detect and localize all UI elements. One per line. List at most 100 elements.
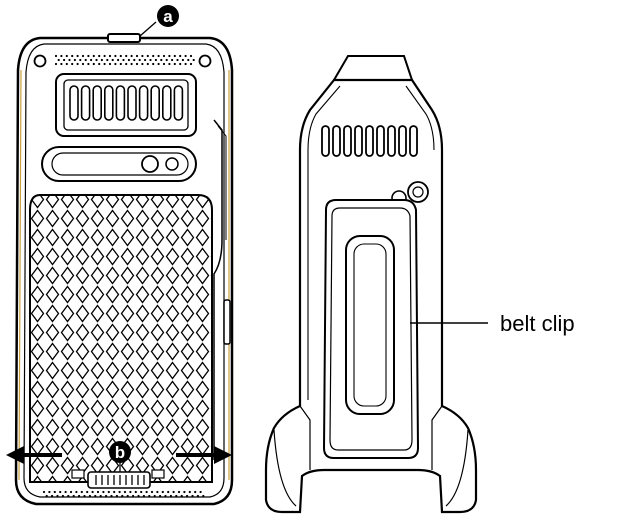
grille-dot xyxy=(153,494,156,498)
device-side-accent xyxy=(18,69,230,481)
grille-dot xyxy=(65,62,68,66)
grille-dot xyxy=(84,58,87,62)
grille-dot xyxy=(76,54,79,58)
grille-dot xyxy=(173,62,176,66)
vent-slot xyxy=(92,85,102,121)
holster-vent-slot xyxy=(354,125,363,157)
grille-dot xyxy=(189,54,193,58)
grille-dot xyxy=(106,58,109,62)
grille-dot xyxy=(191,494,194,498)
grille-dot xyxy=(63,58,66,62)
grille-dot xyxy=(186,494,189,498)
grille-dot xyxy=(98,62,101,66)
grille-dot xyxy=(162,54,166,58)
grille-dot xyxy=(45,494,48,498)
grille-dot xyxy=(75,490,78,494)
screw-top-right xyxy=(198,54,212,68)
grille-dot xyxy=(134,490,137,494)
grille-dot xyxy=(103,54,106,58)
grille-dot xyxy=(67,494,70,498)
grille-dot xyxy=(71,54,74,58)
grille-dot xyxy=(96,490,100,494)
grille-dot xyxy=(127,58,130,62)
grille-dot xyxy=(202,494,205,498)
callout-a: a xyxy=(157,5,179,27)
grille-dot xyxy=(146,62,149,66)
grille-dot xyxy=(196,494,199,498)
release-arrow-right xyxy=(176,446,232,464)
grille-dot xyxy=(172,490,175,494)
grille-dot xyxy=(114,62,117,66)
grille-dot xyxy=(173,54,176,58)
grille-dot xyxy=(141,62,144,66)
grille-dot xyxy=(60,62,63,66)
grille-dot xyxy=(54,62,58,66)
grille-dot xyxy=(184,62,187,66)
holster-vent-slot xyxy=(387,125,396,157)
grille-dot xyxy=(144,58,147,62)
grille-dot xyxy=(87,54,90,58)
flash-icon xyxy=(165,157,179,171)
grille-dot xyxy=(113,490,116,494)
grille-dot xyxy=(189,62,193,66)
grille-dot xyxy=(188,490,191,494)
vent-block xyxy=(55,73,197,137)
grille-dot xyxy=(179,62,182,66)
grille-dot xyxy=(107,490,110,494)
grille-dot xyxy=(126,494,129,498)
grille-dot xyxy=(92,54,95,58)
grille-dot xyxy=(167,490,170,494)
grille-dot xyxy=(57,58,60,62)
speaker-grille-top xyxy=(54,54,195,66)
grille-dot xyxy=(118,490,121,494)
grille-dot xyxy=(61,494,64,498)
screw-top-left xyxy=(33,54,47,68)
grille-dot xyxy=(73,58,76,62)
belt-clip-label: belt clip xyxy=(500,311,575,336)
grille-dot xyxy=(176,58,179,62)
grille-dot xyxy=(152,62,155,66)
holster-side-view: belt clip xyxy=(264,55,575,514)
grille-dot xyxy=(76,62,79,66)
grille-dot xyxy=(130,62,133,66)
grille-dot xyxy=(88,494,91,498)
grille-dot xyxy=(83,494,86,498)
grille-dot xyxy=(125,54,128,58)
grille-dot xyxy=(154,58,157,62)
holster-vent-slots xyxy=(321,125,418,157)
grille-dot xyxy=(78,494,81,498)
device-inner-contour xyxy=(23,43,225,498)
grille-dot xyxy=(81,62,85,66)
holster-top-cap xyxy=(332,55,414,81)
grille-dot xyxy=(130,54,133,58)
grille-dot xyxy=(111,58,114,62)
grille-dot xyxy=(108,54,112,58)
grille-dot xyxy=(179,54,182,58)
grille-dot xyxy=(162,62,166,66)
grille-dot xyxy=(184,54,187,58)
battery-latch xyxy=(71,469,165,489)
grille-dot xyxy=(105,494,108,498)
grille-dot xyxy=(129,490,132,494)
grille-dot xyxy=(90,58,93,62)
svg-text:b: b xyxy=(115,443,125,462)
device-side-rail xyxy=(213,119,223,460)
grille-dot xyxy=(132,494,135,498)
grille-dot xyxy=(159,494,162,498)
grille-dot xyxy=(140,490,143,494)
grille-dot xyxy=(68,58,71,62)
grille-dot xyxy=(100,58,103,62)
grille-dot xyxy=(114,54,117,58)
grille-dot xyxy=(148,494,151,498)
grille-dot xyxy=(56,494,59,498)
grille-dot xyxy=(64,490,67,494)
holster-vent-slot xyxy=(321,125,330,157)
grille-dot xyxy=(79,58,82,62)
holster-vent-slot xyxy=(398,125,407,157)
grille-dot xyxy=(65,54,68,58)
grille-dot xyxy=(86,490,89,494)
grille-dot xyxy=(115,494,118,498)
grille-dot xyxy=(157,54,160,58)
holster-vent-slot xyxy=(376,125,385,157)
